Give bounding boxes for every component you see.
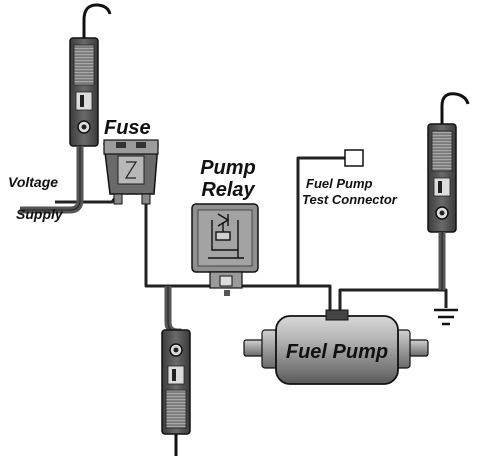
pump-relay-label-line2: Relay [201, 179, 255, 201]
relay-coil-icon [208, 213, 244, 259]
wire-voltage-supply [55, 193, 120, 204]
test-light-probe-bottom [161, 286, 191, 456]
ground-symbol-icon [434, 308, 458, 326]
test-connector-label-line2: Test Connector [302, 192, 398, 207]
voltage-supply-label-line1: Voltage [8, 174, 58, 190]
connector-terminal-icon [344, 149, 364, 167]
voltage-supply-label-line2: Supply [16, 206, 64, 222]
wire-pump-to-ground [338, 288, 448, 318]
test-light-probe-right [427, 92, 470, 290]
test-light-probe-left [20, 3, 112, 214]
pump-relay-label-line1: Pump [200, 157, 256, 179]
test-connector-label-line1: Fuel Pump [306, 176, 373, 191]
wire-test-connector [296, 156, 345, 286]
wire-fuse-to-relay [144, 196, 212, 288]
fuse-label: Fuse [104, 117, 151, 139]
fuel-pump [243, 309, 429, 385]
fuel-pump-label: Fuel Pump [286, 341, 388, 363]
pump-relay [191, 203, 259, 296]
wiring [55, 156, 448, 318]
fuse [103, 139, 159, 205]
wire-relay-to-pump [242, 284, 332, 318]
